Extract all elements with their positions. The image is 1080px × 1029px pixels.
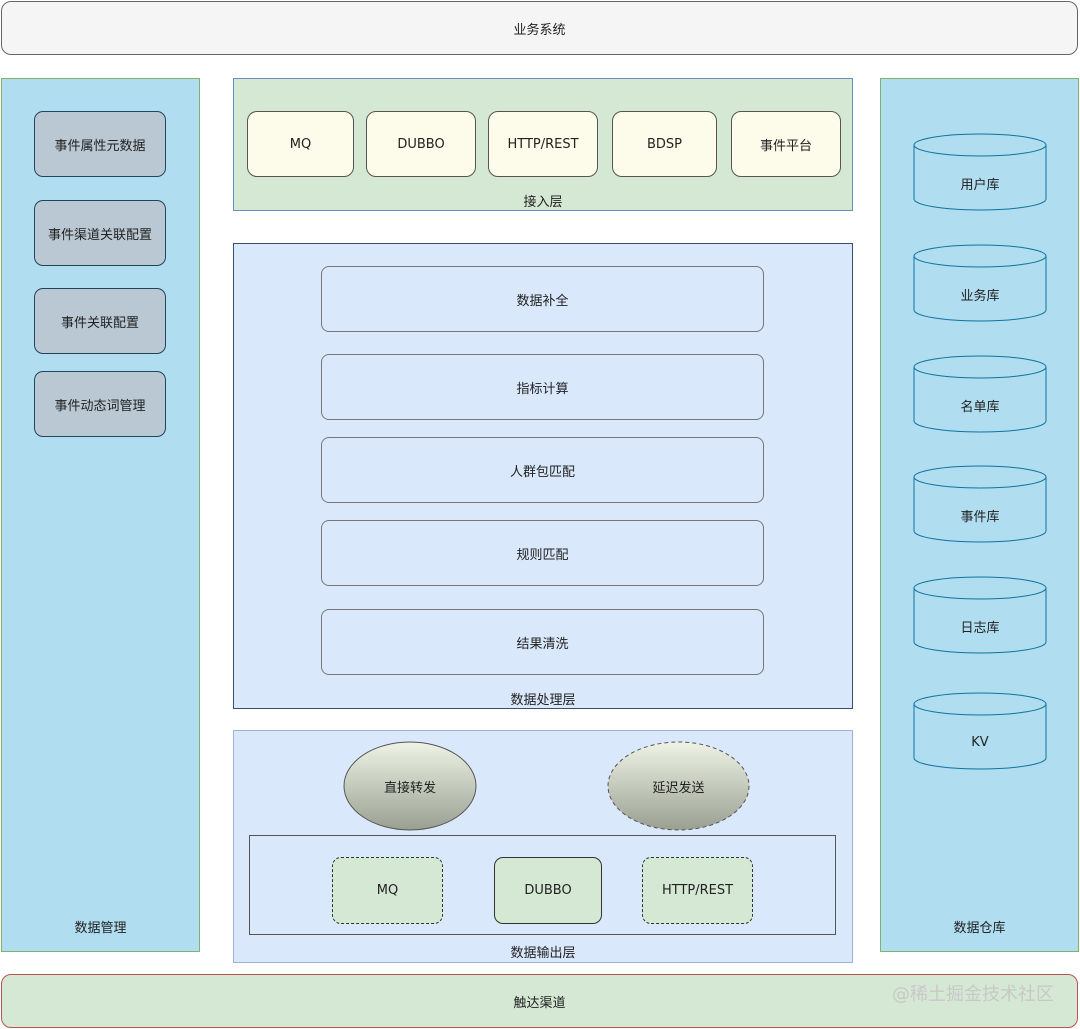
- output-channel-dubbo: DUBBO: [494, 857, 602, 924]
- proc-step-label: 数据补全: [516, 293, 569, 309]
- mgmt-item-label: 事件渠道关联配置: [47, 227, 152, 243]
- database-icon: [913, 133, 1047, 211]
- mgmt-item-event-dynamic-word: 事件动态词管理: [34, 371, 166, 437]
- watermark-text: @稀土掘金技术社区: [892, 984, 1054, 1005]
- access-item-mq: MQ: [247, 111, 354, 177]
- access-layer-label: 接入层: [523, 195, 563, 210]
- ellipse-shape: [607, 741, 750, 831]
- output-layer-label: 数据输出层: [510, 946, 576, 961]
- mgmt-item-label: 事件属性元数据: [54, 138, 146, 154]
- database-icon: [913, 692, 1047, 770]
- mgmt-item-label: 事件动态词管理: [54, 398, 146, 414]
- output-mode-label: 延迟发送: [652, 780, 705, 796]
- reach-channel-label: 触达渠道: [513, 995, 566, 1011]
- proc-step-label: 结果清洗: [516, 636, 569, 652]
- access-item-bdsp: BDSP: [612, 111, 717, 177]
- access-item-label: MQ: [289, 136, 312, 152]
- db-list: 名单库: [913, 355, 1047, 433]
- proc-step-result-clean: 结果清洗: [321, 609, 764, 675]
- db-label: 用户库: [960, 177, 1000, 193]
- access-item-label: HTTP/REST: [507, 136, 579, 152]
- db-label: KV: [971, 734, 989, 750]
- proc-step-rule-match: 规则匹配: [321, 520, 764, 586]
- mgmt-item-event-channel-config: 事件渠道关联配置: [34, 200, 166, 266]
- proc-step-crowd-match: 人群包匹配: [321, 437, 764, 503]
- db-user: 用户库: [913, 133, 1047, 211]
- db-log: 日志库: [913, 576, 1047, 654]
- reach-channel-bar: 触达渠道: [1, 974, 1078, 1028]
- data-management-label: 数据管理: [74, 921, 127, 936]
- db-event: 事件库: [913, 465, 1047, 543]
- access-item-dubbo: DUBBO: [366, 111, 476, 177]
- db-label: 事件库: [960, 509, 1000, 525]
- proc-step-metric-calc: 指标计算: [321, 354, 764, 420]
- database-icon: [913, 576, 1047, 654]
- access-item-label: 事件平台: [759, 138, 812, 154]
- db-business: 业务库: [913, 244, 1047, 322]
- access-item-label: DUBBO: [397, 136, 445, 152]
- db-kv: KV: [913, 692, 1047, 770]
- output-layer: 数据输出层: [233, 730, 853, 963]
- db-label: 业务库: [960, 288, 1000, 304]
- mgmt-item-event-attribute-metadata: 事件属性元数据: [34, 111, 166, 177]
- output-channel-label: HTTP/REST: [661, 883, 734, 898]
- output-mode-direct-forward: 直接转发: [343, 741, 477, 831]
- mgmt-item-event-association-config: 事件关联配置: [34, 288, 166, 354]
- output-channel-label: DUBBO: [524, 883, 572, 898]
- proc-step-label: 人群包匹配: [509, 464, 575, 480]
- proc-step-label: 指标计算: [516, 381, 569, 397]
- output-channel-mq: MQ: [332, 857, 443, 924]
- output-mode-label: 直接转发: [383, 780, 436, 796]
- business-system-bar: 业务系统: [1, 1, 1078, 55]
- proc-step-label: 规则匹配: [516, 547, 569, 563]
- access-item-event-platform: 事件平台: [731, 111, 841, 177]
- output-mode-delayed-send: 延迟发送: [607, 741, 750, 831]
- db-label: 日志库: [960, 620, 1000, 636]
- database-icon: [913, 355, 1047, 433]
- data-warehouse-label: 数据仓库: [953, 921, 1006, 936]
- database-icon: [913, 465, 1047, 543]
- business-system-label: 业务系统: [513, 22, 566, 38]
- output-channel-http-rest: HTTP/REST: [642, 857, 753, 924]
- access-item-label: BDSP: [646, 136, 683, 152]
- db-label: 名单库: [960, 399, 1000, 415]
- ellipse-shape: [343, 741, 477, 831]
- output-channel-label: MQ: [376, 883, 399, 898]
- access-item-http-rest: HTTP/REST: [488, 111, 598, 177]
- output-channels-group: [249, 835, 836, 935]
- processing-layer-label: 数据处理层: [510, 693, 576, 708]
- database-icon: [913, 244, 1047, 322]
- proc-step-data-completion: 数据补全: [321, 266, 764, 332]
- mgmt-item-label: 事件关联配置: [60, 315, 139, 331]
